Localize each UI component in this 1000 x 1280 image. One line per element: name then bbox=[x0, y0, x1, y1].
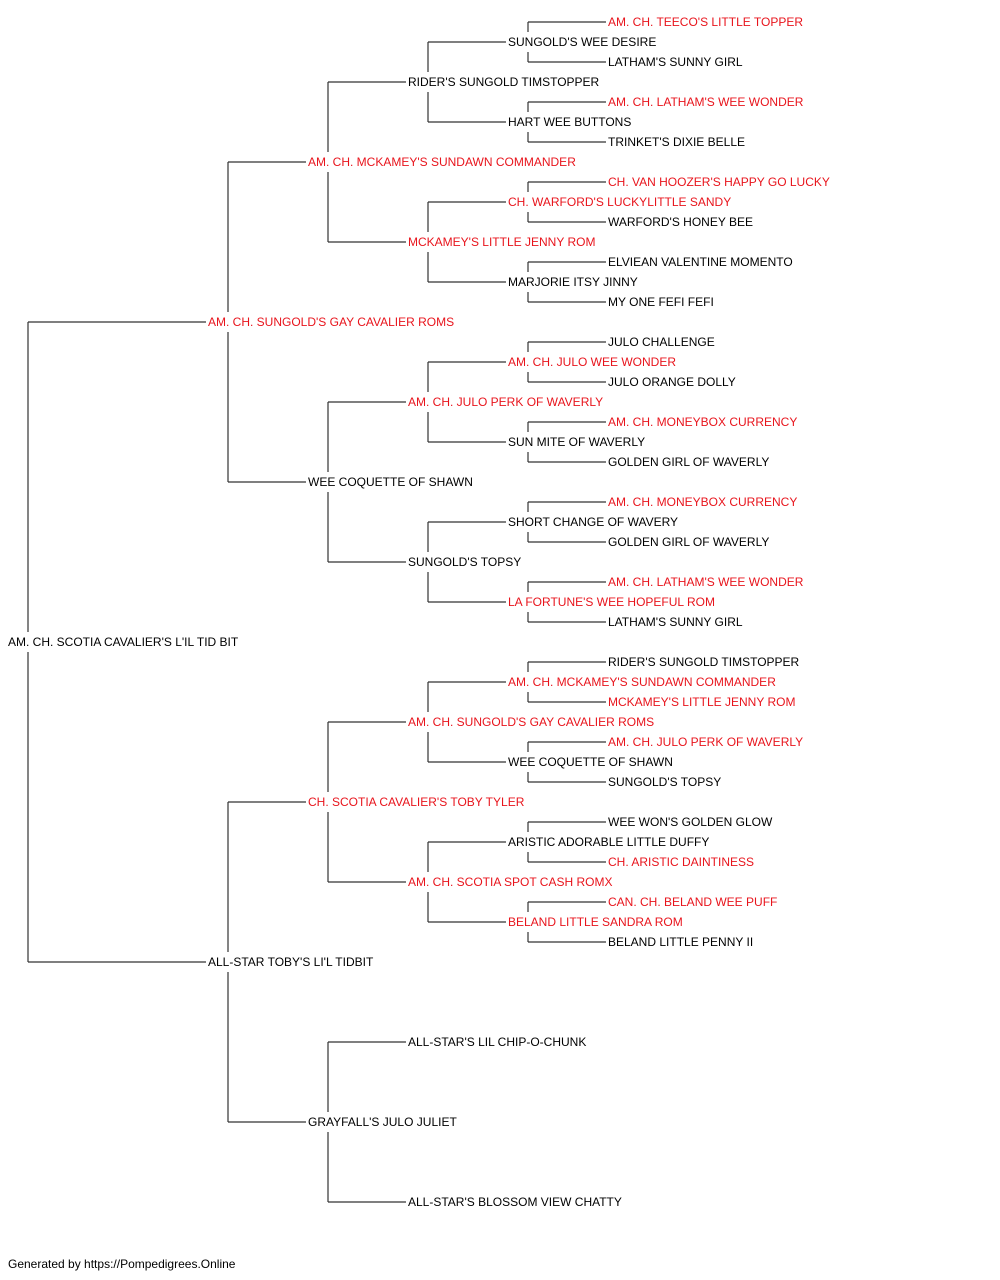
ancestor-name: AM. CH. MCKAMEY'S SUNDAWN COMMANDER bbox=[508, 675, 776, 689]
ancestor-name: AM. CH. LATHAM'S WEE WONDER bbox=[608, 95, 804, 109]
ancestor-name: AM. CH. JULO PERK OF WAVERLY bbox=[408, 395, 603, 409]
ancestor-name: SHORT CHANGE OF WAVERY bbox=[508, 515, 678, 529]
ancestor-name: ELVIEAN VALENTINE MOMENTO bbox=[608, 255, 793, 269]
ancestor-name: ALL-STAR'S BLOSSOM VIEW CHATTY bbox=[408, 1195, 622, 1209]
ancestor-name: CH. SCOTIA CAVALIER'S TOBY TYLER bbox=[308, 795, 525, 809]
ancestor-name: CAN. CH. BELAND WEE PUFF bbox=[608, 895, 777, 909]
ancestor-name: LATHAM'S SUNNY GIRL bbox=[608, 615, 743, 629]
ancestor-name: ALL-STAR TOBY'S LI'L TIDBIT bbox=[208, 955, 374, 969]
ancestor-name: LA FORTUNE'S WEE HOPEFUL ROM bbox=[508, 595, 715, 609]
ancestor-name: BELAND LITTLE SANDRA ROM bbox=[508, 915, 683, 929]
ancestor-name: LATHAM'S SUNNY GIRL bbox=[608, 55, 743, 69]
ancestor-name: AM. CH. SCOTIA CAVALIER'S L'IL TID BIT bbox=[8, 635, 239, 649]
ancestor-name: GOLDEN GIRL OF WAVERLY bbox=[608, 455, 769, 469]
ancestor-name: TRINKET'S DIXIE BELLE bbox=[608, 135, 745, 149]
ancestor-name: AM. CH. MCKAMEY'S SUNDAWN COMMANDER bbox=[308, 155, 576, 169]
ancestor-name: AM. CH. SCOTIA SPOT CASH ROMX bbox=[408, 875, 612, 889]
ancestor-name: WEE COQUETTE OF SHAWN bbox=[308, 475, 473, 489]
ancestor-name: AM. CH. LATHAM'S WEE WONDER bbox=[608, 575, 804, 589]
ancestor-name: AM. CH. JULO PERK OF WAVERLY bbox=[608, 735, 803, 749]
ancestor-name: ARISTIC ADORABLE LITTLE DUFFY bbox=[508, 835, 709, 849]
ancestor-name: SUNGOLD'S WEE DESIRE bbox=[508, 35, 656, 49]
ancestor-name: CH. WARFORD'S LUCKYLITTLE SANDY bbox=[508, 195, 731, 209]
ancestor-name: MY ONE FEFI FEFI bbox=[608, 295, 714, 309]
footer-credit: Generated by https://Pompedigrees.Online bbox=[8, 1257, 236, 1271]
ancestor-name: HART WEE BUTTONS bbox=[508, 115, 631, 129]
ancestor-name: RIDER'S SUNGOLD TIMSTOPPER bbox=[608, 655, 800, 669]
ancestor-name: RIDER'S SUNGOLD TIMSTOPPER bbox=[408, 75, 600, 89]
ancestor-name: GRAYFALL'S JULO JULIET bbox=[308, 1115, 457, 1129]
ancestor-name: GOLDEN GIRL OF WAVERLY bbox=[608, 535, 769, 549]
ancestor-name: CH. VAN HOOZER'S HAPPY GO LUCKY bbox=[608, 175, 830, 189]
ancestor-name: AM. CH. MONEYBOX CURRENCY bbox=[608, 495, 797, 509]
ancestor-name: CH. ARISTIC DAINTINESS bbox=[608, 855, 754, 869]
ancestor-name: SUNGOLD'S TOPSY bbox=[608, 775, 721, 789]
ancestor-name: JULO CHALLENGE bbox=[608, 335, 715, 349]
ancestor-name: MCKAMEY'S LITTLE JENNY ROM bbox=[408, 235, 595, 249]
ancestor-name: MARJORIE ITSY JINNY bbox=[508, 275, 638, 289]
ancestor-name: JULO ORANGE DOLLY bbox=[608, 375, 736, 389]
ancestor-name: BELAND LITTLE PENNY II bbox=[608, 935, 753, 949]
ancestor-name: WEE WON'S GOLDEN GLOW bbox=[608, 815, 773, 829]
ancestor-name: AM. CH. SUNGOLD'S GAY CAVALIER ROMS bbox=[208, 315, 454, 329]
ancestor-name: AM. CH. MONEYBOX CURRENCY bbox=[608, 415, 797, 429]
ancestor-name: AM. CH. SUNGOLD'S GAY CAVALIER ROMS bbox=[408, 715, 654, 729]
ancestor-name: SUN MITE OF WAVERLY bbox=[508, 435, 645, 449]
ancestor-name: WEE COQUETTE OF SHAWN bbox=[508, 755, 673, 769]
ancestor-name: ALL-STAR'S LIL CHIP-O-CHUNK bbox=[408, 1035, 586, 1049]
ancestor-name: SUNGOLD'S TOPSY bbox=[408, 555, 521, 569]
ancestor-name: AM. CH. JULO WEE WONDER bbox=[508, 355, 676, 369]
ancestor-name: WARFORD'S HONEY BEE bbox=[608, 215, 753, 229]
ancestor-name: AM. CH. TEECO'S LITTLE TOPPER bbox=[608, 15, 803, 29]
ancestor-name: MCKAMEY'S LITTLE JENNY ROM bbox=[608, 695, 795, 709]
